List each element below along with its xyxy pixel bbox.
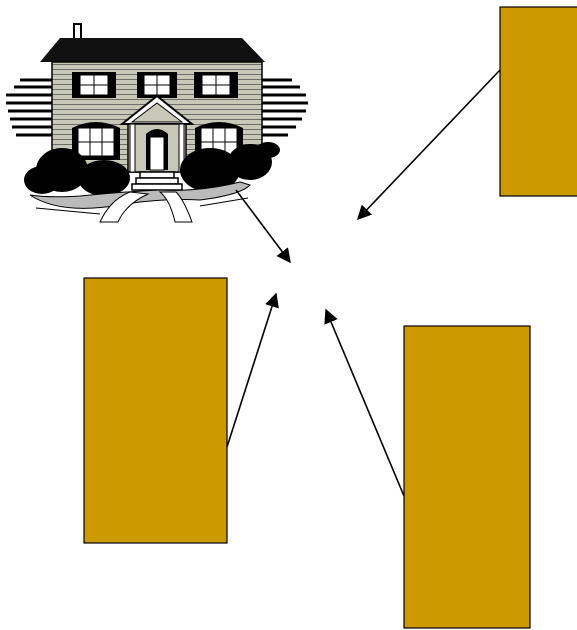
steps <box>131 171 183 191</box>
chimney <box>73 23 82 41</box>
roof <box>40 38 265 62</box>
arrow-from-house <box>235 189 291 264</box>
box-left <box>83 277 228 544</box>
left-wing <box>6 78 52 137</box>
box-top-right <box>499 6 577 197</box>
arrow-from-left-box <box>226 292 279 448</box>
shrubs <box>24 142 280 196</box>
upper-windows <box>72 72 238 98</box>
house-clipart <box>6 23 308 223</box>
arrow-from-top-right-box <box>357 69 501 221</box>
portico <box>119 94 195 173</box>
box-bottom-right <box>403 325 531 629</box>
arrow-from-bottom-right-box <box>324 308 405 497</box>
right-wing <box>262 78 308 137</box>
lower-windows <box>72 122 243 160</box>
lawn <box>29 181 251 223</box>
